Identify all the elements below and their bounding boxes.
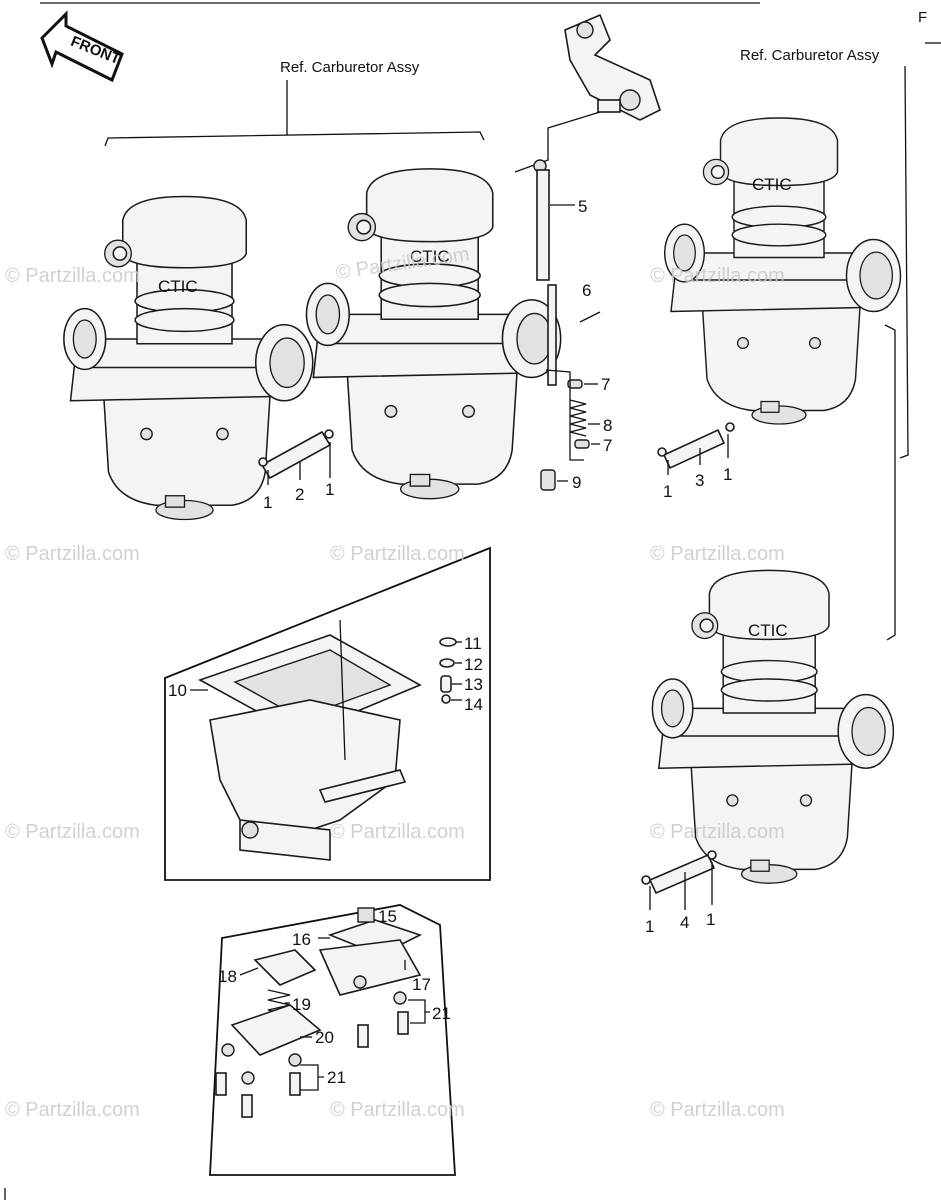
carb-badge-4: CTIC (748, 621, 788, 640)
callout-9: 9 (572, 473, 581, 492)
watermark: © Partzilla.com (650, 265, 785, 287)
callout-21b: 21 (327, 1068, 346, 1087)
fuel-pipe-2 (258, 429, 334, 480)
callout-10: 10 (168, 681, 187, 700)
throttle-linkage-part (564, 13, 661, 121)
watermark: © Partzilla.com (650, 543, 785, 565)
callout-21a: 21 (432, 1004, 451, 1023)
float-bowl-assembly (198, 634, 422, 861)
carb-badge-1: CTIC (158, 277, 198, 296)
callout-1b: 1 (325, 480, 334, 499)
callout-8: 8 (603, 416, 612, 435)
callout-12: 12 (464, 655, 483, 674)
callout-1f: 1 (706, 910, 715, 929)
callout-7b: 7 (603, 436, 612, 455)
carb-badge-2: CTIC (410, 247, 450, 266)
watermark: © Partzilla.com (330, 543, 465, 565)
watermark: © Partzilla.com (5, 1099, 140, 1121)
callout-1d: 1 (723, 465, 732, 484)
watermark: © Partzilla.com (330, 1099, 465, 1121)
watermark: © Partzilla.com (5, 265, 140, 287)
ref-carburetor-assy-right: Ref. Carburetor Assy (740, 47, 880, 64)
carb-badge-3: CTIC (752, 175, 792, 194)
callout-18: 18 (218, 967, 237, 986)
watermark: © Partzilla.com (330, 821, 465, 843)
needle-valve-parts (439, 637, 457, 704)
watermark: © Partzilla.com (650, 1099, 785, 1121)
callout-7a: 7 (601, 375, 610, 394)
callout-3: 3 (695, 471, 704, 490)
callout-19: 19 (292, 995, 311, 1014)
part-5-rod (533, 159, 557, 386)
watermark: © Partzilla.com (5, 821, 140, 843)
front-arrow-badge: FRONT (40, 10, 124, 83)
part-8-spring (569, 399, 587, 437)
callout-5: 5 (578, 197, 587, 216)
accelerator-pump-assembly (215, 907, 423, 1118)
callout-2: 2 (295, 485, 304, 504)
float-bowl-frame (164, 546, 491, 881)
ref-carburetor-assy-left: Ref. Carburetor Assy (280, 59, 420, 76)
callout-1a: 1 (263, 493, 272, 512)
fuel-pipe-3 (657, 422, 735, 470)
callout-6: 6 (582, 281, 591, 300)
callout-1c: 1 (663, 482, 672, 501)
corner-letter: F (918, 9, 927, 26)
watermark: © Partzilla.com (5, 543, 140, 565)
fuel-pipe-4 (641, 850, 717, 895)
callout-11: 11 (464, 634, 482, 653)
watermark: © Partzilla.com (650, 821, 785, 843)
callout-13: 13 (464, 675, 483, 694)
callout-20: 20 (315, 1028, 334, 1047)
callout-14: 14 (464, 695, 483, 714)
callout-15: 15 (378, 907, 397, 926)
callout-1e: 1 (645, 917, 654, 936)
carburetor-2 (305, 168, 562, 500)
callout-16: 16 (292, 930, 311, 949)
callout-4: 4 (680, 913, 689, 932)
callout-17: 17 (412, 975, 431, 994)
